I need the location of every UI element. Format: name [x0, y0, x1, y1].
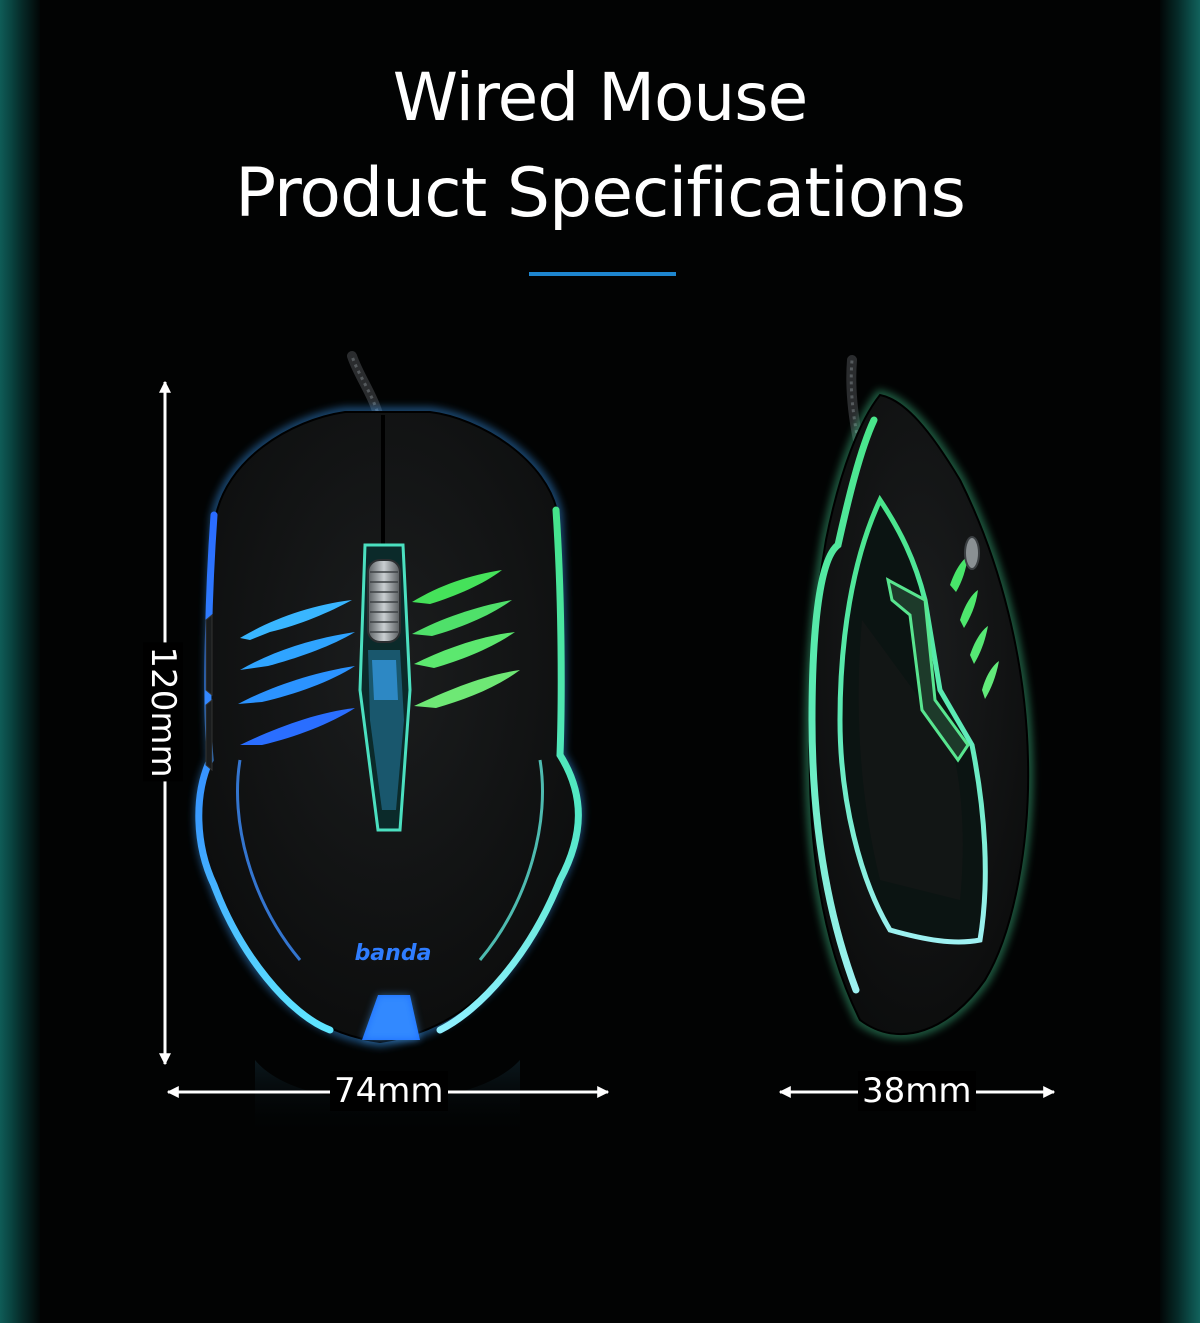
- left-teal-edge: [0, 0, 40, 1323]
- side-scroll-wheel: [964, 536, 980, 570]
- side-claw-marks: [950, 556, 999, 699]
- title-line-2: Product Specifications: [235, 154, 966, 233]
- brand-logo: banda: [355, 941, 432, 966]
- side-outer-light: [808, 416, 878, 994]
- mouse-top-view: banda: [194, 351, 584, 1140]
- accent-bar: [529, 272, 676, 276]
- left-claw-marks: [238, 600, 355, 745]
- side-button-1: [205, 613, 213, 697]
- depth-dimension-label: 38mm: [858, 1071, 976, 1111]
- right-edge-light: [436, 506, 582, 1034]
- side-buttons: [885, 577, 970, 763]
- mouse-reflection: [255, 1060, 520, 1140]
- width-dimension-label: 74mm: [330, 1071, 448, 1111]
- side-button-2: [205, 698, 213, 772]
- title-line-1: Wired Mouse: [392, 59, 808, 136]
- right-teal-edge: [1160, 0, 1200, 1323]
- right-claw-marks: [412, 570, 520, 708]
- height-dimension-label: 120mm: [143, 642, 183, 782]
- mouse-side-view: [804, 355, 1034, 1040]
